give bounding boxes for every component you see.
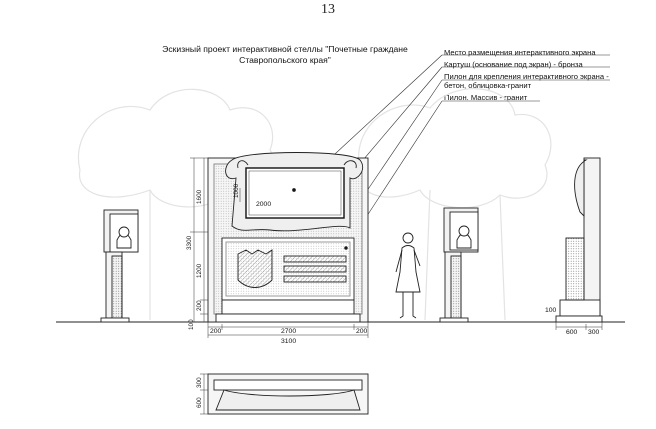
- page-number: 13: [321, 2, 335, 17]
- legend-cartouche: Картуш (основание под экран) - бронза: [444, 60, 583, 69]
- legend-screen-place: Место размещения интерактивного экрана: [444, 48, 596, 57]
- dim-plan-bottom: 600: [196, 397, 203, 408]
- dim-total-height: 3300: [186, 235, 193, 250]
- right-pylon: [439, 207, 479, 323]
- dim-lower-height: 1200: [196, 263, 203, 278]
- dim-side-depth: 600: [566, 329, 578, 336]
- dim-screen-height: 1000: [233, 183, 240, 198]
- name-plate: [283, 265, 347, 273]
- main-stele: [207, 152, 369, 323]
- name-plate: [283, 275, 347, 283]
- human-figure: [395, 232, 421, 319]
- legend-pylon-solid: Пилон. Массив - гранит: [444, 93, 528, 102]
- dimension-lines: [190, 157, 603, 415]
- plan-view: [207, 373, 369, 415]
- dim-side-base: 100: [545, 307, 557, 314]
- left-pylon: [100, 209, 139, 323]
- dim-side-thickness: 300: [588, 329, 600, 336]
- side-view: [555, 157, 603, 323]
- dim-screen-width: 2000: [256, 201, 271, 208]
- dim-base-height: 200: [196, 300, 203, 311]
- interactive-screen: [245, 167, 345, 219]
- dim-side-right: 200: [356, 328, 368, 335]
- legend-pylon-mount: Пилон для крепления интерактивного экран…: [444, 72, 609, 90]
- coat-of-arms: [237, 249, 273, 288]
- dim-upper-height: 1600: [196, 189, 203, 204]
- dim-overall-width: 3100: [281, 338, 296, 345]
- name-plate: [283, 255, 347, 263]
- dim-center-width: 2700: [281, 328, 296, 335]
- dim-side-left: 200: [210, 328, 222, 335]
- dim-plan-top: 300: [196, 377, 203, 388]
- drawing-title: Эскизный проект интерактивной стеллы "По…: [162, 44, 408, 65]
- dim-ground-offset: 100: [188, 319, 195, 330]
